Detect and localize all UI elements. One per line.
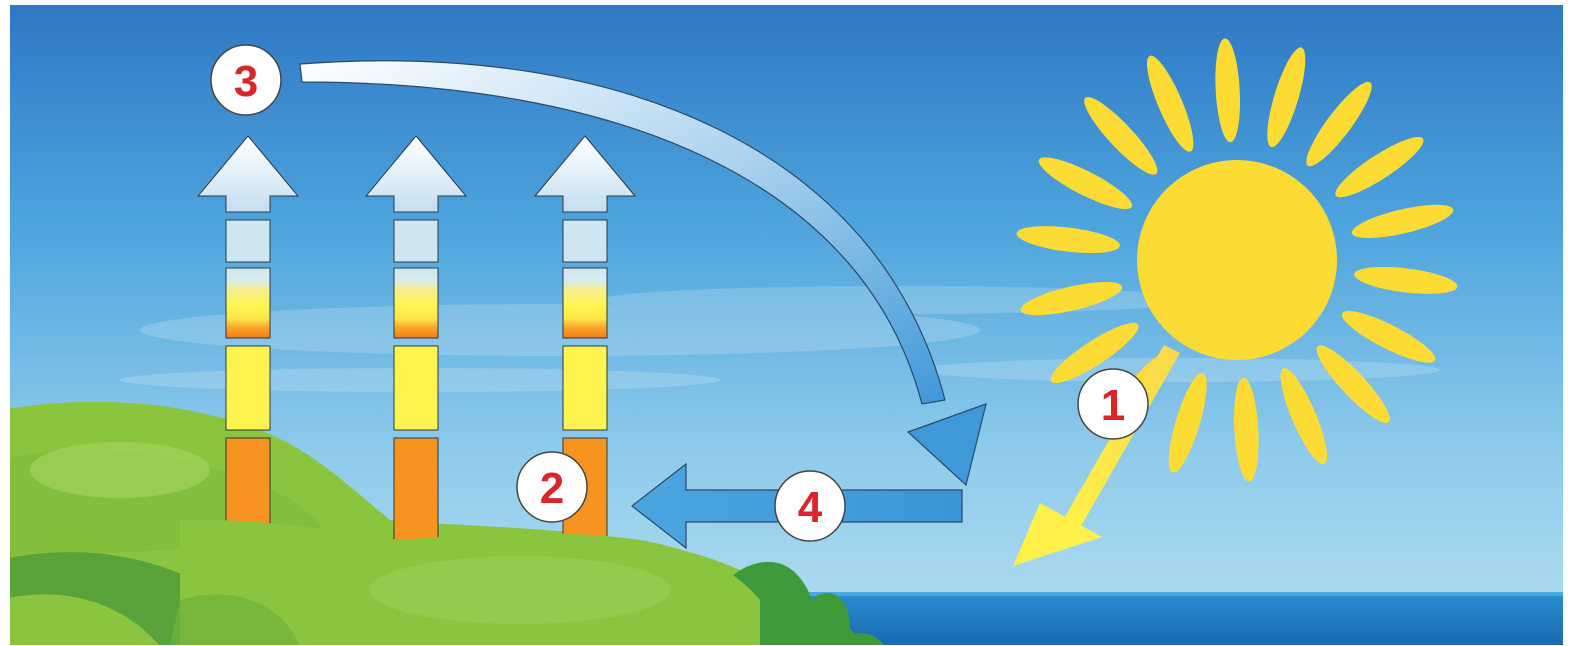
marker-1-label: 1 xyxy=(1101,381,1125,430)
marker-2: 2 xyxy=(517,452,587,522)
marker-3-label: 3 xyxy=(234,57,258,106)
marker-3: 3 xyxy=(211,45,281,115)
marker-4: 4 xyxy=(775,471,845,541)
marker-1: 1 xyxy=(1078,369,1148,439)
marker-4-label: 4 xyxy=(798,483,823,532)
marker-2-label: 2 xyxy=(540,464,564,513)
sea xyxy=(760,592,1570,646)
